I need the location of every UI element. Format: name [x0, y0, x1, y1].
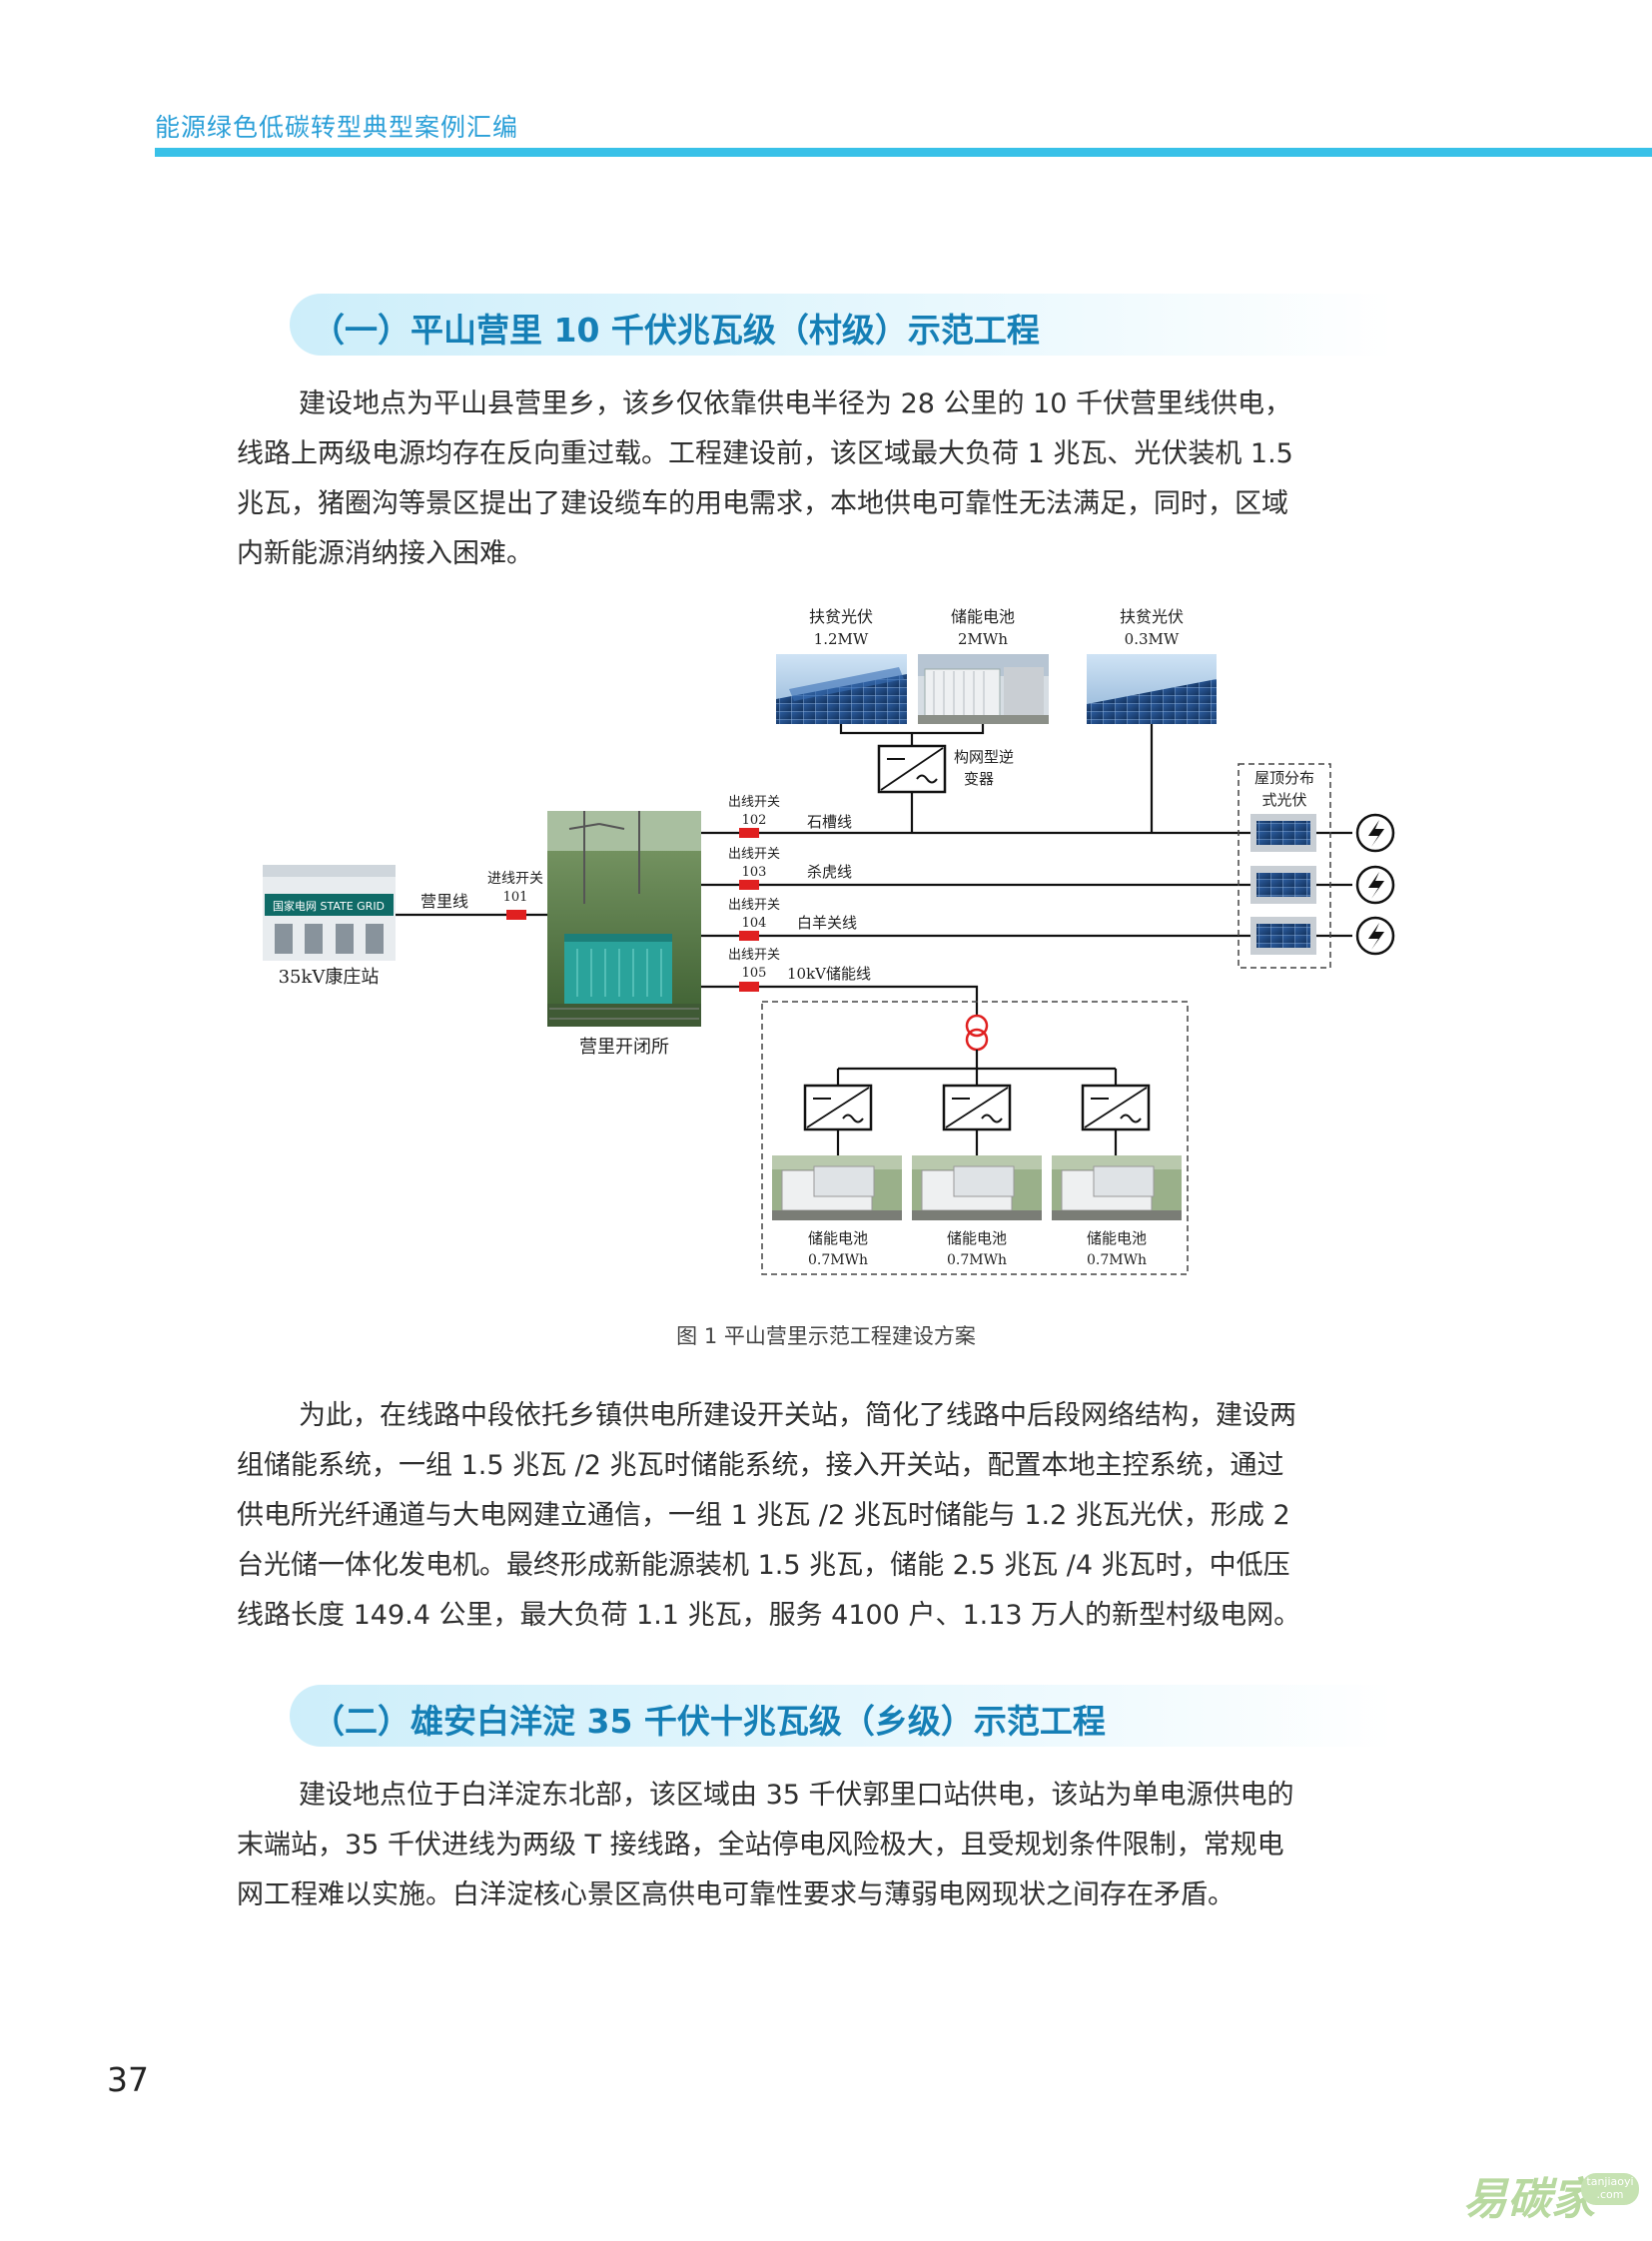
rooftop-pv-group — [1238, 763, 1331, 969]
storage-capacity: 0.7MWh — [1087, 1252, 1147, 1268]
incoming-switch-number: 101 — [503, 890, 528, 905]
paragraph-3: 建设地点位于白洋淀东北部，该区域由 35 千伏郭里口站供电，该站为单电源供电的 … — [237, 1771, 1415, 1920]
incoming-switch-label: 进线开关 — [487, 871, 543, 887]
page-number: 37 — [107, 2060, 149, 2099]
paragraph-2: 为此，在线路中段依托乡镇供电所建设开关站，简化了线路中后段网络结构，建设两 组储… — [237, 1391, 1415, 1641]
paragraph-line: 线路上两级电源均存在反向重过载。工程建设前，该区域最大负荷 1 兆瓦、光伏装机 … — [237, 438, 1293, 469]
paragraph-line: 兆瓦，猪圈沟等景区提出了建设缆车的用电需求，本地供电可靠性无法满足，同时，区域 — [237, 488, 1288, 519]
feeder-switch-103 — [739, 880, 759, 890]
incoming-line-label: 营里线 — [420, 892, 468, 911]
feeder-number: 102 — [742, 813, 767, 828]
inverter-label-1: 构网型逆 — [954, 748, 1014, 766]
storage-group — [761, 1001, 1189, 1275]
feeder-switch-104 — [739, 931, 759, 941]
pv1-capacity: 1.2MW — [814, 630, 869, 648]
section-heading-2-text: （二）雄安白洋淀 35 千伏十兆瓦级（乡级）示范工程 — [312, 1702, 1106, 1741]
load-icon — [1355, 813, 1395, 853]
load-icon — [1355, 865, 1395, 905]
rooftop-pv-photo — [1250, 917, 1316, 955]
transformer-icon — [965, 1014, 989, 1052]
watermark-site: tanjiaoyi .com — [1581, 2173, 1639, 2205]
feeder-switch-105 — [739, 982, 759, 992]
paragraph-line: 供电所光纤通道与大电网建立通信，一组 1 兆瓦 /2 兆瓦时储能与 1.2 兆瓦… — [237, 1500, 1290, 1531]
pv-photo-1 — [776, 654, 907, 724]
out-switch-label: 出线开关 — [728, 795, 780, 810]
paragraph-line: 建设地点为平山县营里乡，该乡仅依靠供电半径为 28 公里的 10 千伏营里线供电… — [299, 388, 1292, 419]
inverter-label-2: 变器 — [964, 770, 994, 788]
rooftop-label-1: 屋顶分布 — [1254, 769, 1314, 787]
feeder-line-105 — [701, 985, 979, 1015]
battery-name: 储能电池 — [951, 607, 1015, 626]
feeder-name: 白羊关线 — [797, 914, 857, 932]
substation-photo: 国家电网 STATE GRID — [263, 865, 396, 961]
battery-photo — [918, 654, 1049, 724]
figure-caption: 图 1 平山营里示范工程建设方案 — [676, 1324, 976, 1348]
header-rule — [155, 148, 1652, 157]
paragraph-line: 线路长度 149.4 公里，最大负荷 1.1 兆瓦，服务 4100 户、1.13… — [237, 1600, 1301, 1631]
substation-label: 35kV康庄站 — [279, 967, 380, 988]
load-icon — [1355, 916, 1395, 956]
storage-capacity: 0.7MWh — [947, 1252, 1007, 1268]
rooftop-pv-photo — [1250, 814, 1316, 852]
pv1-name: 扶贫光伏 — [809, 607, 873, 626]
watermark-logo: 易碳家 — [1463, 2174, 1595, 2225]
storage-photo — [912, 1155, 1042, 1220]
paragraph-line: 网工程难以实施。白洋淀核心景区高供电可靠性要求与薄弱电网现状之间存在矛盾。 — [237, 1879, 1235, 1910]
section-heading-1-text: （一）平山营里 10 千伏兆瓦级（村级）示范工程 — [312, 311, 1040, 350]
feeder-number: 103 — [742, 865, 767, 880]
feeder-name: 石槽线 — [807, 813, 852, 831]
rooftop-label-2: 式光伏 — [1261, 791, 1306, 809]
paragraph-line: 为此，在线路中段依托乡镇供电所建设开关站，简化了线路中后段网络结构，建设两 — [299, 1400, 1296, 1431]
out-switch-label: 出线开关 — [728, 847, 780, 862]
storage-photo — [772, 1155, 902, 1220]
section-heading-2: （二）雄安白洋淀 35 千伏十兆瓦级（乡级）示范工程 — [290, 1685, 1393, 1747]
storage-capacity: 0.7MWh — [808, 1252, 868, 1268]
pcs-icon — [803, 1084, 873, 1131]
paragraph-line: 内新能源消纳接入困难。 — [237, 538, 533, 569]
switch-house-photo — [547, 811, 701, 1027]
substation-sign: 国家电网 STATE GRID — [273, 899, 385, 913]
storage-name: 储能电池 — [808, 1229, 868, 1247]
feeder-name: 杀虎线 — [807, 863, 852, 881]
rooftop-pv-photo — [1250, 866, 1316, 904]
paragraph-line: 台光储一体化发电机。最终形成新能源装机 1.5 兆瓦，储能 2.5 兆瓦 /4 … — [237, 1550, 1290, 1581]
running-header-title: 能源绿色低碳转型典型案例汇编 — [155, 113, 519, 142]
storage-name: 储能电池 — [1087, 1229, 1147, 1247]
switch-house-label: 营里开闭所 — [579, 1037, 669, 1058]
section-heading-1: （一）平山营里 10 千伏兆瓦级（村级）示范工程 — [290, 294, 1393, 356]
pv-photo-2 — [1087, 654, 1217, 724]
feeder-switch-102 — [739, 828, 759, 838]
pcs-icon — [942, 1084, 1012, 1131]
paragraph-line: 末端站，35 千伏进线为两级 T 接线路，全站停电风险极大，且受规划条件限制，常… — [237, 1830, 1284, 1861]
pv2-name: 扶贫光伏 — [1120, 607, 1184, 626]
feeder-name: 10kV储能线 — [787, 965, 871, 983]
pcs-icon — [1081, 1084, 1151, 1131]
out-switch-label: 出线开关 — [728, 898, 780, 913]
paragraph-line: 建设地点位于白洋淀东北部，该区域由 35 千伏郭里口站供电，该站为单电源供电的 — [299, 1780, 1294, 1811]
paragraph-1: 建设地点为平山县营里乡，该乡仅依靠供电半径为 28 公里的 10 千伏营里线供电… — [237, 379, 1415, 579]
storage-photo — [1052, 1155, 1182, 1220]
incoming-switch-marker — [506, 910, 526, 920]
feeder-number: 104 — [742, 916, 767, 931]
pv2-capacity: 0.3MW — [1125, 630, 1180, 648]
out-switch-label: 出线开关 — [728, 948, 780, 963]
feeder-number: 105 — [742, 966, 767, 981]
inverter-icon — [877, 744, 947, 794]
storage-name: 储能电池 — [947, 1229, 1007, 1247]
paragraph-line: 组储能系统，一组 1.5 兆瓦 /2 兆瓦时储能系统，接入开关站，配置本地主控系… — [237, 1450, 1284, 1481]
battery-capacity: 2MWh — [958, 630, 1008, 648]
